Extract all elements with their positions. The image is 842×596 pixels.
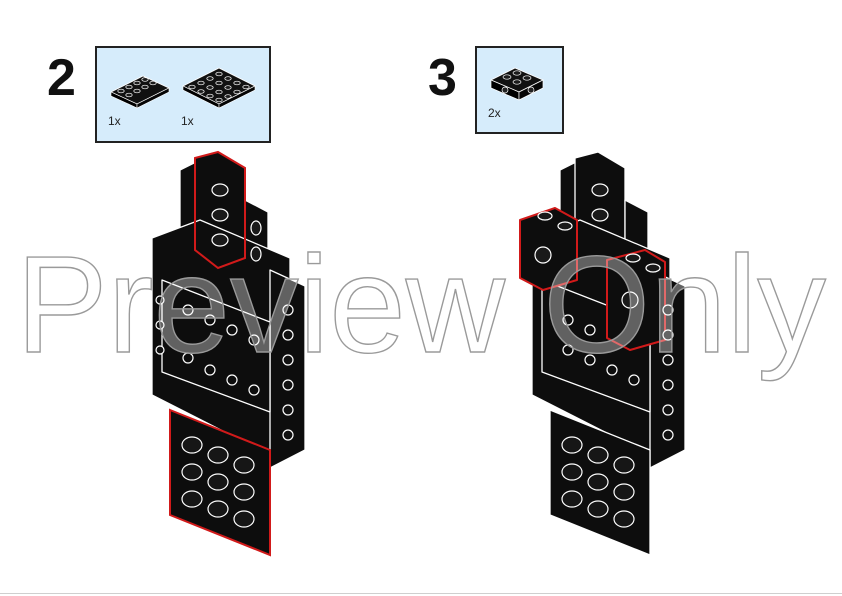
step-2-part-1-qty: 1x: [108, 114, 121, 128]
step-2-number: 2: [47, 49, 76, 107]
black-plate-2x4-icon: [110, 75, 170, 109]
step-3-number: 3: [428, 49, 457, 107]
black-plate-4x4-icon: [182, 67, 256, 109]
page-bottom-rule: [0, 593, 842, 594]
step-3-model-illustration: [519, 151, 686, 556]
step-3-part-1-qty: 2x: [488, 106, 501, 120]
step-2-part-2-qty: 1x: [181, 114, 194, 128]
step-2-parts-callout: 1x 1x: [95, 46, 271, 143]
black-bracket-plate-icon: [490, 67, 544, 101]
step-2-model-illustration: [151, 150, 306, 557]
step-3-parts-callout: 2x: [475, 46, 564, 134]
